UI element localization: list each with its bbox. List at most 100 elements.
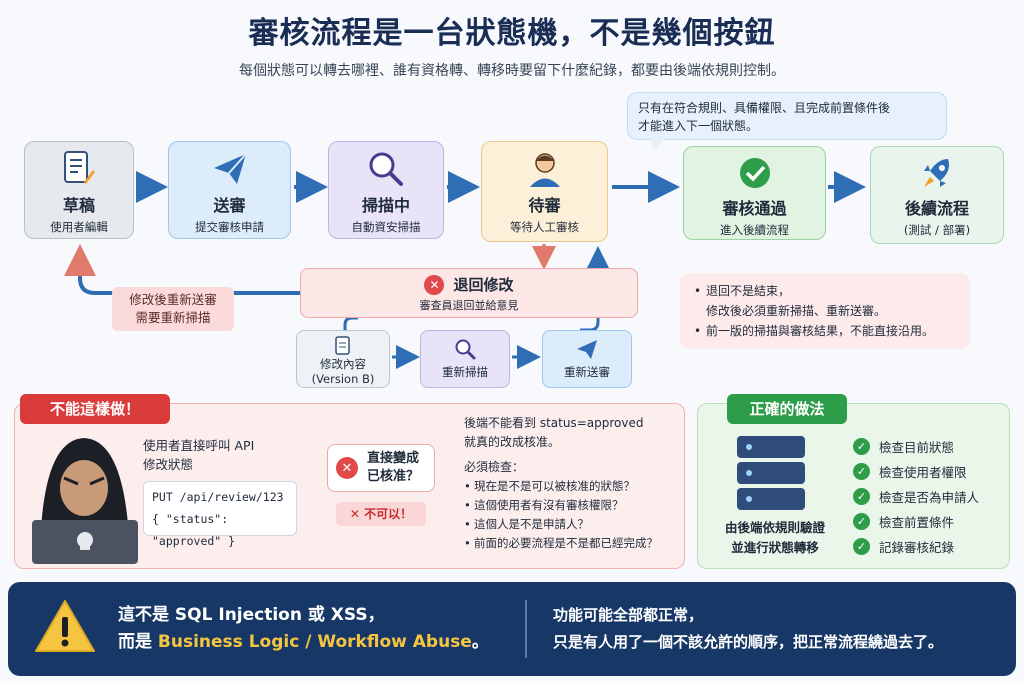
- server-icon: [737, 436, 805, 510]
- document-icon: [335, 336, 350, 355]
- x-circle-icon: ✕: [424, 274, 445, 295]
- footer-line: 而是 Business Logic / Workflow Abuse。: [118, 632, 489, 652]
- magnifier-icon: [455, 339, 476, 360]
- state-scanning: 掃描中 自動資安掃描: [328, 141, 444, 239]
- not-allowed-badge: ✕ 不可以！: [336, 502, 426, 526]
- backend-check-text: 後端不能看到 status=approved 就真的改成核准。 必須檢查： 現在…: [464, 414, 679, 553]
- state-name: 掃描中: [361, 196, 410, 215]
- explain-line: 就真的改成核准。: [464, 435, 561, 449]
- note-item: 前一版的掃描與審核結果，不能直接沿用。: [694, 321, 960, 341]
- caption-line: 修改狀態: [143, 457, 194, 472]
- bubble-tail: [650, 138, 666, 151]
- note-line: 需要重新掃描: [135, 310, 211, 325]
- check-item: 現在是不是可以被核准的狀態？: [464, 477, 679, 496]
- state-desc: 提交審核申請: [195, 220, 264, 234]
- check-item: 這個使用者有沒有審核權限？: [464, 496, 679, 515]
- good-checklist: ✓檢查目前狀態 ✓檢查使用者權限 ✓檢查是否為申請人 ✓檢查前置條件 ✓記錄審核…: [853, 434, 1003, 559]
- page-title: 審核流程是一台狀態機，不是幾個按鈕: [248, 16, 776, 51]
- explain-line: 後端不能看到 status=approved: [464, 416, 644, 430]
- state-next: 後續流程 (測試 / 部署): [870, 146, 1004, 244]
- good-practice-tag: 正確的做法: [727, 394, 847, 424]
- paper-plane-icon: [577, 340, 597, 359]
- state-pending: 待審 等待人工審核: [481, 141, 608, 242]
- bubble-line: 只有在符合規則、具備權限、且完成前置條件後: [638, 101, 891, 115]
- check-item: 這個人是不是申請人？: [464, 515, 679, 534]
- good-check-item: ✓檢查是否為申請人: [853, 484, 1003, 509]
- note-line: 修改後重新送審: [129, 292, 217, 307]
- result-line: 直接變成: [367, 451, 420, 466]
- check-item: 前面的必要流程是不是都已經完成？: [464, 534, 679, 553]
- check-icon: ✓: [853, 488, 870, 505]
- good-check-item: ✓檢查使用者權限: [853, 459, 1003, 484]
- backend-caption: 由後端依規則驗證 並進行狀態轉移: [705, 518, 845, 558]
- code-line: PUT /api/review/123: [152, 490, 284, 504]
- reviewer-avatar-icon: [529, 153, 560, 187]
- state-name: 後續流程: [904, 199, 969, 218]
- api-caption: 使用者直接呼叫 API 修改狀態: [143, 436, 254, 474]
- rule-bubble: 只有在符合規則、具備權限、且完成前置條件後 才能進入下一個狀態。: [627, 92, 947, 140]
- paper-plane-icon: [213, 153, 247, 184]
- step-label: 重新掃描: [442, 365, 488, 379]
- state-desc: 自動資安掃描: [351, 220, 421, 234]
- state-name: 審核通過: [722, 199, 787, 218]
- state-approved: 審核通過 進入後續流程: [683, 146, 826, 240]
- arrow-reject-to-edit: [343, 316, 358, 345]
- hacker-icon: [32, 438, 138, 564]
- x-circle-icon: ✕: [336, 457, 358, 479]
- state-desc: 等待人工審核: [510, 220, 579, 234]
- reject-desc: 審查員退回並給意見: [419, 299, 519, 312]
- bad-practice-tag: 不能這樣做！: [20, 394, 170, 424]
- footer-right-text: 功能可能全部都正常， 只是有人用了一個不該允許的順序，把正常流程繞過去了。: [553, 602, 943, 656]
- state-name: 草稿: [62, 196, 95, 215]
- arrow-resubmit-pending: [580, 246, 610, 332]
- step-label: (Version B): [311, 372, 375, 386]
- page-subtitle: 每個狀態可以轉去哪裡、誰有資格轉、轉移時要留下什麼紀錄，都要由後端依規則控制。: [239, 63, 785, 79]
- footer-divider: [525, 600, 527, 658]
- bubble-line: 才能進入下一個狀態。: [638, 119, 759, 133]
- must-check-label: 必須檢查：: [464, 460, 525, 474]
- warning-icon: [35, 600, 95, 652]
- resubmit-note: 修改後重新送審 需要重新掃描: [112, 287, 234, 331]
- footer-line: 只是有人用了一個不該允許的順序，把正常流程繞過去了。: [553, 633, 944, 651]
- step-edit-content: 修改內容 (Version B): [296, 330, 390, 388]
- arrow-reject-to-draft: [64, 244, 300, 295]
- document-edit-icon: [64, 151, 95, 184]
- step-rescan: 重新掃描: [420, 330, 510, 388]
- footer-banner: 這不是 SQL Injection 或 XSS， 而是 Business Log…: [8, 582, 1016, 676]
- footer-line: 功能可能全部都正常，: [553, 606, 704, 624]
- footer-left-text: 這不是 SQL Injection 或 XSS， 而是 Business Log…: [118, 602, 489, 656]
- state-name: 送審: [213, 196, 246, 215]
- api-request-code: PUT /api/review/123 { "status": "approve…: [143, 481, 297, 548]
- rocket-icon: [924, 159, 949, 187]
- reject-notes: 退回不是結束，修改後必須重新掃描、重新送審。 前一版的掃描與審核結果，不能直接沿…: [680, 273, 970, 349]
- check-icon: ✓: [853, 438, 870, 455]
- check-circle-icon: [739, 158, 770, 188]
- step-label: 修改內容: [320, 357, 366, 371]
- state-desc: 進入後續流程: [720, 223, 789, 237]
- state-desc: 使用者編輯: [50, 220, 108, 234]
- caption-line: 使用者直接呼叫 API: [143, 438, 255, 453]
- step-resubmit: 重新送審: [542, 330, 632, 388]
- reject-title: 退回修改: [453, 276, 514, 294]
- caption-line: 由後端依規則驗證: [724, 520, 825, 535]
- good-check-item: ✓記錄審核紀錄: [853, 534, 1003, 559]
- state-draft: 草稿 使用者編輯: [24, 141, 134, 239]
- footer-line: 這不是 SQL Injection 或 XSS，: [118, 605, 385, 625]
- direct-approve-result: ✕ 直接變成 已核准？: [327, 444, 435, 492]
- state-submit: 送審 提交審核申請: [168, 141, 291, 239]
- step-label: 重新送審: [564, 365, 610, 379]
- check-icon: ✓: [853, 463, 870, 480]
- caption-line: 並進行狀態轉移: [731, 540, 819, 555]
- good-check-item: ✓檢查前置條件: [853, 509, 1003, 534]
- state-name: 待審: [528, 196, 561, 215]
- code-line: { "status": "approved" }: [152, 512, 236, 548]
- check-icon: ✓: [853, 513, 870, 530]
- state-desc: (測試 / 部署): [903, 223, 971, 237]
- result-line: 已核准？: [367, 469, 420, 484]
- magnifier-icon: [369, 152, 403, 186]
- state-rejected: ✕ 退回修改 審查員退回並給意見: [300, 268, 638, 318]
- check-icon: ✓: [853, 538, 870, 555]
- good-check-item: ✓檢查目前狀態: [853, 434, 1003, 459]
- note-item: 退回不是結束，修改後必須重新掃描、重新送審。: [694, 281, 960, 321]
